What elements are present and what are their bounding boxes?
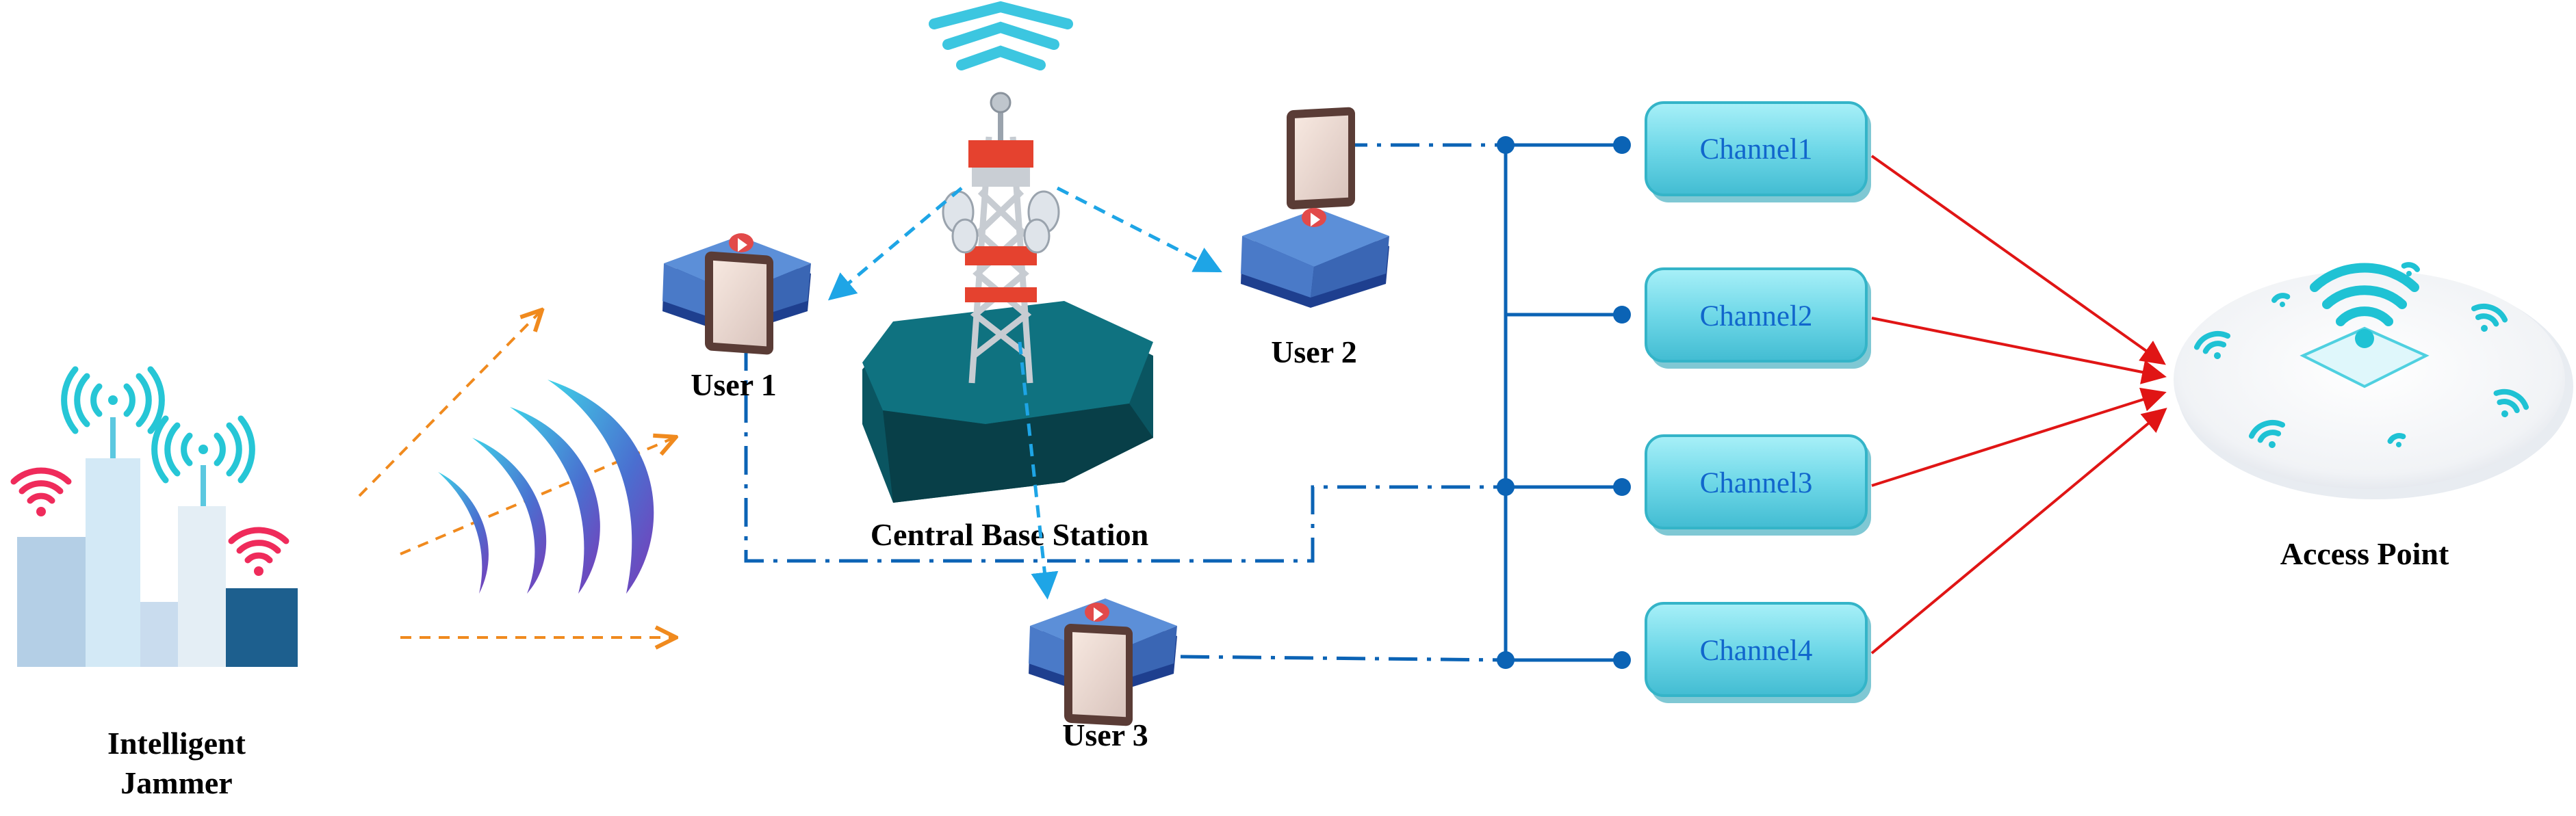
downlink-arrows [827, 186, 1222, 600]
user1-link [744, 342, 1506, 563]
channel-4-label: Channel4 [1700, 635, 1813, 667]
jammer-label-line1: Intelligent [107, 726, 246, 761]
junction-dot [1497, 478, 1515, 496]
downlink-user1 [827, 187, 963, 301]
channel-port-dot [1613, 651, 1631, 669]
jamming-arrows [358, 311, 674, 637]
channel-port-dot [1613, 136, 1631, 154]
user3-label: User 3 [1062, 718, 1148, 752]
user3-icon [1029, 598, 1177, 726]
uplink-channel3 [1871, 387, 2167, 487]
user2-label: User 2 [1271, 334, 1357, 369]
jammer-icon [10, 366, 298, 667]
access-point-label: Access Point [2280, 536, 2449, 571]
wifi-access-point-icon [2174, 262, 2573, 499]
channel-2-label: Channel2 [1700, 300, 1813, 332]
channel-port-dot [1613, 306, 1631, 324]
jamming-wave-icon [438, 380, 654, 594]
downlink-user3 [1018, 341, 1059, 600]
junction-dots [1497, 136, 1631, 669]
channel-2: Channel2 [1645, 267, 1871, 369]
user1-label: User 1 [691, 367, 777, 402]
channel-1: Channel1 [1645, 101, 1871, 202]
downlink-user2 [1056, 186, 1222, 273]
uplink-arrows [1870, 155, 2167, 655]
user2-icon [1241, 107, 1389, 308]
jamming-arrow-1 [358, 311, 541, 497]
uplink-channel4 [1870, 408, 2167, 655]
jammer-label-line2: Jammer [120, 765, 232, 800]
user1-icon [662, 233, 811, 355]
uplink-channel2 [1871, 317, 2167, 384]
channel-4: Channel4 [1645, 602, 1871, 703]
channel-port-dot [1613, 478, 1631, 496]
channel-3-label: Channel3 [1700, 467, 1813, 499]
channel-links [744, 140, 1622, 663]
junction-dot [1497, 136, 1515, 154]
channel-1-label: Channel1 [1700, 133, 1813, 166]
user3-link [1180, 655, 1506, 662]
cell-tower-icon [862, 1, 1153, 503]
base-station-label: Central Base Station [871, 517, 1148, 552]
channel-3: Channel3 [1645, 434, 1871, 536]
uplink-channel1 [1870, 155, 2166, 365]
junction-dot [1497, 651, 1515, 669]
